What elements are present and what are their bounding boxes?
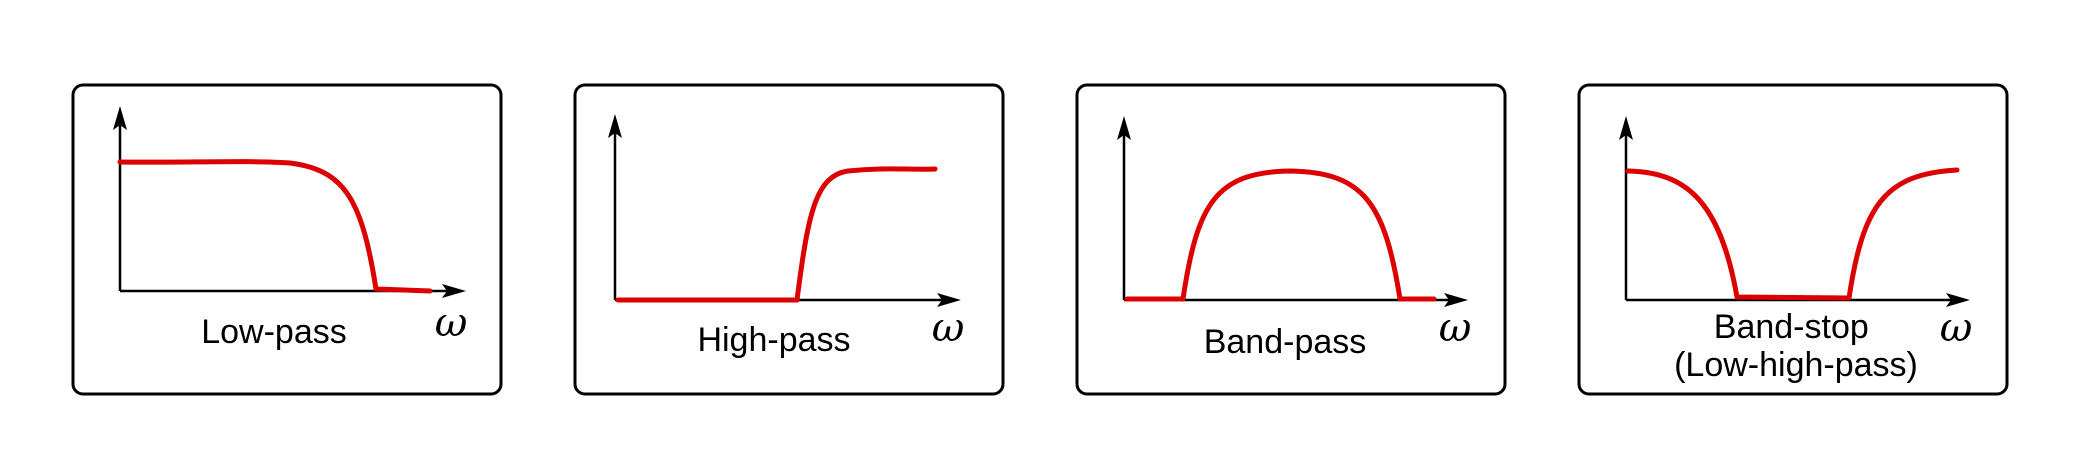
- omega-axis-label: ω: [1439, 305, 1472, 351]
- omega-axis-label: ω: [435, 300, 468, 346]
- x-axis-arrow: [1444, 293, 1468, 307]
- panel-low-pass: Low-pass ω: [71, 83, 503, 396]
- panel-label-line: Low-pass: [201, 313, 347, 351]
- frequency-response-curve: [1124, 168, 1437, 302]
- omega-axis-label: ω: [1940, 305, 1973, 351]
- frequency-response-curve: [615, 166, 938, 303]
- y-axis-arrow: [113, 106, 127, 130]
- x-axis-arrow: [1946, 293, 1970, 307]
- y-axis-arrow: [608, 114, 622, 138]
- panel-high-pass: High-pass ω: [573, 83, 1005, 396]
- panel-label-line: Band-pass: [1204, 323, 1367, 361]
- frequency-response-curve: [117, 159, 433, 294]
- x-axis-arrow: [442, 284, 466, 298]
- panel-label: High-pass: [697, 321, 850, 359]
- panel-frame: [1577, 83, 2009, 396]
- panel-label-line: High-pass: [697, 321, 850, 359]
- omega-axis-label: ω: [932, 305, 965, 351]
- panel-label: Band-stop (Low-high-pass): [1674, 308, 1918, 384]
- y-axis-arrow: [1619, 116, 1633, 140]
- x-axis-arrow: [937, 293, 961, 307]
- panel-label: Band-pass: [1204, 323, 1367, 361]
- panel-label: Low-pass: [201, 313, 347, 351]
- frequency-response-curve: [1625, 167, 1960, 301]
- panel-band-pass: Band-pass ω: [1075, 83, 1507, 396]
- panel-frame: [1075, 83, 1507, 396]
- panel-label-line: (Low-high-pass): [1674, 346, 1918, 384]
- panel-frame: [573, 83, 1005, 396]
- panel-band-stop: Band-stop (Low-high-pass) ω: [1577, 83, 2009, 396]
- panel-label-line: Band-stop: [1714, 308, 1869, 346]
- y-axis-arrow: [1117, 116, 1131, 140]
